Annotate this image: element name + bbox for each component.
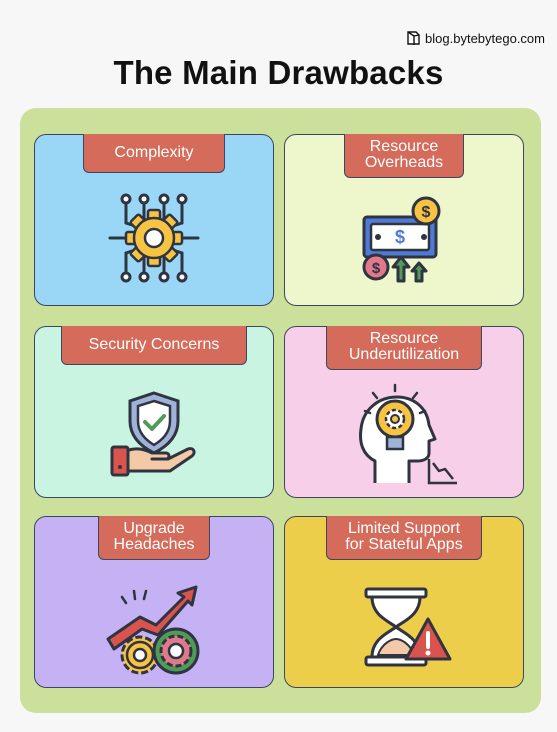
shield-hand-icon bbox=[110, 391, 196, 477]
card-label: Complexity bbox=[83, 134, 225, 173]
card-label: Resource Overheads bbox=[344, 134, 464, 178]
brand-text: blog.bytebytego.com bbox=[425, 30, 545, 46]
card-resource-underutilization: Resource Underutilization bbox=[284, 326, 524, 498]
gears-arrow-icon bbox=[106, 585, 200, 675]
card-label: Security Concerns bbox=[61, 326, 247, 365]
card-label: Limited Support for Stateful Apps bbox=[326, 516, 482, 560]
card-upgrade-headaches: Upgrade Headaches bbox=[34, 516, 274, 688]
page-title: The Main Drawbacks bbox=[113, 54, 444, 91]
card-complexity: Complexity bbox=[34, 134, 274, 306]
card-label: Resource Underutilization bbox=[326, 326, 482, 370]
svg-text:$: $ bbox=[372, 260, 381, 277]
card-label: Upgrade Headaches bbox=[98, 516, 210, 560]
gear-network-icon bbox=[108, 193, 200, 283]
card-limited-support: Limited Support for Stateful Apps bbox=[284, 516, 524, 688]
brand: blog.bytebytego.com bbox=[405, 30, 545, 46]
hourglass-warning-icon bbox=[364, 587, 452, 667]
money-cost-icon: $ $ $ bbox=[362, 196, 441, 283]
idea-head-icon bbox=[359, 383, 457, 485]
svg-text:$: $ bbox=[422, 204, 431, 221]
bytebytego-logo-icon bbox=[407, 31, 420, 45]
svg-text:$: $ bbox=[395, 227, 405, 247]
card-resource-overheads: Resource Overheads $ $ $ bbox=[284, 134, 524, 306]
card-security-concerns: Security Concerns bbox=[34, 326, 274, 498]
drawbacks-panel: Complexity bbox=[20, 108, 541, 713]
